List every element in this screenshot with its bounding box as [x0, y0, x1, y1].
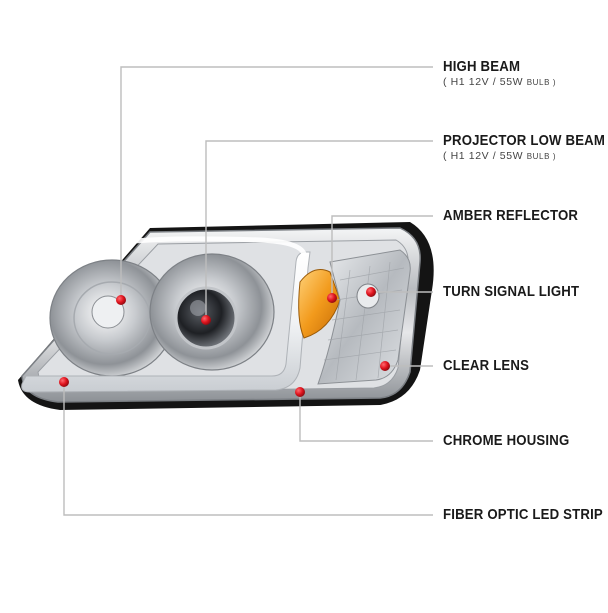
label-turn-signal-light: TURN SIGNAL LIGHT: [443, 283, 598, 300]
marker-fiber-optic: [59, 377, 69, 387]
projector-spec: ( H1 12V / 55W BULB ): [443, 150, 608, 162]
label-amber-reflector: AMBER REFLECTOR: [443, 207, 597, 224]
clear-corner-lens: [317, 249, 411, 385]
marker-turn-signal: [366, 287, 376, 297]
amber-reflector-title: AMBER REFLECTOR: [443, 207, 579, 224]
high-beam-bulb-text: BULB ): [526, 78, 557, 87]
label-high-beam: HIGH BEAM ( H1 12V / 55W BULB ): [443, 58, 556, 88]
amber-reflector: [298, 269, 341, 339]
fiber-optic-title: FIBER OPTIC LED STRIP: [443, 506, 603, 523]
high-beam-spec-text: ( H1 12V / 55W: [443, 76, 524, 88]
chrome-housing-title: CHROME HOUSING: [443, 432, 570, 449]
callout-markers: [59, 287, 390, 397]
leader-lines: [63, 66, 433, 516]
projector-title: PROJECTOR LOW BEAM: [443, 132, 606, 149]
label-clear-lens: CLEAR LENS: [443, 357, 541, 374]
label-chrome-housing: CHROME HOUSING: [443, 432, 587, 449]
turn-signal-title: TURN SIGNAL LIGHT: [443, 283, 580, 300]
lens-facets: [323, 261, 405, 381]
projector-bulb-text: BULB ): [526, 152, 557, 161]
clear-lens-title: CLEAR LENS: [443, 357, 530, 374]
leader-high-beam: [120, 66, 433, 300]
high-beam-spec: ( H1 12V / 55W BULB ): [443, 76, 556, 88]
leader-chrome-housing: [299, 392, 433, 442]
marker-amber: [327, 293, 337, 303]
leader-amber: [331, 215, 433, 298]
fiber-optic-strip: [21, 251, 311, 393]
leader-fiber-optic: [63, 382, 433, 516]
label-fiber-optic-led-strip: FIBER OPTIC LED STRIP: [443, 506, 608, 523]
marker-high-beam: [116, 295, 126, 305]
leader-projector: [205, 140, 433, 320]
marker-clear-lens: [380, 361, 390, 371]
projector-spec-text: ( H1 12V / 55W: [443, 150, 524, 162]
marker-projector: [201, 315, 211, 325]
label-projector-low-beam: PROJECTOR LOW BEAM ( H1 12V / 55W BULB ): [443, 132, 608, 162]
high-beam-title: HIGH BEAM: [443, 58, 521, 75]
marker-chrome-housing: [295, 387, 305, 397]
